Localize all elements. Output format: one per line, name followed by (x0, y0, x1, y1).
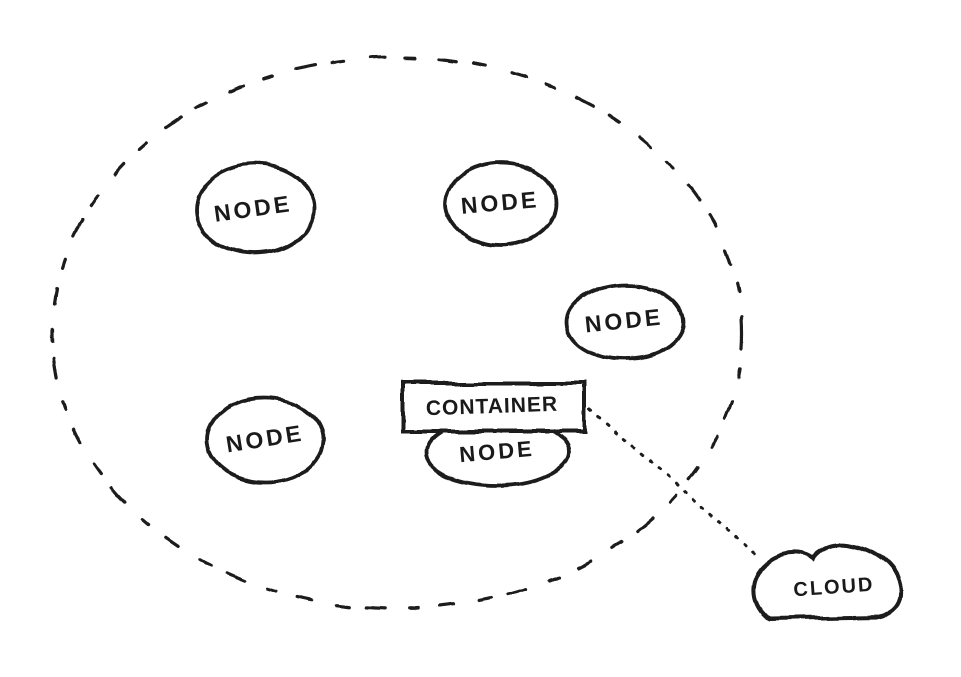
node-shape-top-right (444, 161, 558, 247)
node-shape-top-left (194, 162, 316, 256)
container-label: CONTAINER (425, 392, 559, 421)
container-shape (401, 381, 586, 434)
node-shape-right (565, 283, 685, 361)
cluster-boundary-ellipse (50, 55, 744, 611)
cloud-shape (751, 542, 903, 622)
connector-container-cloud (587, 407, 762, 559)
node-shape-bottom-left (205, 396, 325, 484)
